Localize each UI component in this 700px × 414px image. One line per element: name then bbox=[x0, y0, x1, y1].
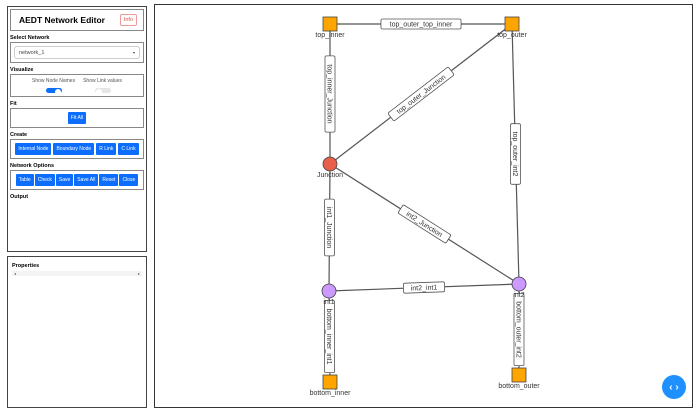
fit-all-button[interactable]: Fit All bbox=[67, 112, 87, 124]
link-label-text: top_outer_int2 bbox=[511, 132, 518, 177]
close-button[interactable]: Close bbox=[119, 174, 139, 186]
link-label-box bbox=[398, 204, 451, 244]
fit-label: Fit bbox=[10, 101, 17, 107]
control-panel: AEDT Network Editor Info Select Network … bbox=[7, 6, 147, 252]
link-label-box bbox=[380, 18, 462, 30]
check-button[interactable]: Check bbox=[34, 174, 55, 186]
network-options-box: Table Check Save Save All Reset Close bbox=[10, 170, 144, 190]
r-link-button[interactable]: R Link bbox=[96, 143, 117, 155]
save-button[interactable]: Save bbox=[55, 174, 74, 186]
link-label-text: top_outer_Junction bbox=[396, 74, 448, 116]
link-label[interactable]: top_outer_int2 bbox=[510, 123, 521, 185]
boundary-node-button[interactable]: Boundary Node bbox=[53, 143, 95, 155]
show-node-names-toggle[interactable] bbox=[45, 88, 62, 95]
visualize-box: Show Node Names Show Link values bbox=[10, 74, 144, 97]
properties-scrollbar[interactable]: ◂ ▸ bbox=[12, 271, 142, 276]
link-label-box bbox=[402, 281, 446, 294]
save-all-button[interactable]: Save All bbox=[74, 174, 99, 186]
node-label: bottom_inner bbox=[310, 390, 352, 397]
show-link-values-toggle[interactable] bbox=[94, 88, 111, 95]
code-arrows-icon: ‹ › bbox=[669, 381, 679, 393]
link-label[interactable]: int2_Junction bbox=[398, 204, 451, 244]
link-label-text: int1_Junction bbox=[325, 207, 332, 248]
show-link-values-label: Show Link values bbox=[83, 78, 122, 84]
app-title: AEDT Network Editor bbox=[19, 15, 105, 25]
properties-panel: Properties ◂ ▸ bbox=[7, 256, 147, 408]
output-label: Output bbox=[10, 194, 29, 200]
table-button[interactable]: Table bbox=[15, 174, 34, 186]
link-label[interactable]: bottom_outer_int2 bbox=[513, 292, 525, 367]
boundary-node-top_inner[interactable] bbox=[322, 16, 338, 32]
create-label: Create bbox=[10, 132, 28, 138]
link-label-box bbox=[324, 55, 336, 133]
properties-title: Properties bbox=[12, 263, 40, 269]
link-label-text: int2_int1 bbox=[411, 285, 438, 293]
network-select[interactable]: network_1 ▾ bbox=[14, 46, 140, 59]
scroll-left-icon[interactable]: ◂ bbox=[14, 271, 17, 276]
link-label-text: top_inner_Junction bbox=[326, 64, 333, 123]
chevron-down-icon: ▾ bbox=[132, 50, 135, 55]
internal-node-int1[interactable] bbox=[321, 283, 337, 299]
node-label: Junction bbox=[317, 172, 343, 179]
title-bar: AEDT Network Editor Info bbox=[10, 9, 144, 31]
junction-node-Junction[interactable] bbox=[322, 156, 338, 172]
boundary-node-top_outer[interactable] bbox=[504, 16, 520, 32]
node-label: top_outer bbox=[497, 32, 527, 39]
link-label-text: bottom_outer_int2 bbox=[515, 301, 522, 358]
link-label[interactable]: top_inner_Junction bbox=[324, 55, 336, 133]
network-select-value: network_1 bbox=[19, 49, 45, 56]
link-label-box bbox=[324, 198, 335, 257]
boundary-node-bottom_outer[interactable] bbox=[511, 367, 527, 383]
c-link-button[interactable]: C Link bbox=[118, 143, 139, 155]
link-label[interactable]: int1_Junction bbox=[324, 198, 335, 257]
link-label-text: bottom_inner_int1 bbox=[325, 308, 332, 364]
link-label-box bbox=[324, 299, 335, 374]
link-label[interactable]: bottom_inner_int1 bbox=[324, 299, 335, 374]
show-node-names-label: Show Node Names bbox=[32, 78, 76, 84]
link-label[interactable]: top_outer_top_inner bbox=[380, 18, 462, 30]
link-label-box bbox=[510, 123, 521, 185]
link-label[interactable]: top_outer_Junction bbox=[387, 67, 455, 121]
internal-node-button[interactable]: Internal Node bbox=[15, 143, 52, 155]
nav-toggle-button[interactable]: ‹ › bbox=[662, 375, 686, 399]
visualize-label: Visualize bbox=[10, 67, 34, 73]
select-network-box: network_1 ▾ bbox=[10, 42, 144, 63]
internal-node-int2[interactable] bbox=[511, 276, 527, 292]
network-options-label: Network Options bbox=[10, 163, 55, 169]
reset-button[interactable]: Reset bbox=[99, 174, 119, 186]
link-label-text: int2_Junction bbox=[405, 211, 444, 239]
fit-box: Fit All bbox=[10, 108, 144, 128]
select-network-label: Select Network bbox=[10, 35, 50, 41]
node-label: int1 bbox=[323, 299, 334, 306]
link-label-text: top_outer_top_inner bbox=[390, 22, 453, 29]
node-label: int2 bbox=[513, 292, 524, 299]
node-label: bottom_outer bbox=[498, 383, 540, 390]
boundary-node-bottom_inner[interactable] bbox=[322, 374, 338, 390]
link-label-box bbox=[387, 67, 455, 121]
link-label-box bbox=[513, 292, 525, 367]
info-button[interactable]: Info bbox=[119, 14, 137, 26]
create-box: Internal Node Boundary Node R Link C Lin… bbox=[10, 139, 144, 159]
scroll-right-icon[interactable]: ▸ bbox=[137, 271, 140, 276]
node-label: top_inner bbox=[315, 32, 345, 39]
link-label[interactable]: int2_int1 bbox=[402, 281, 446, 294]
